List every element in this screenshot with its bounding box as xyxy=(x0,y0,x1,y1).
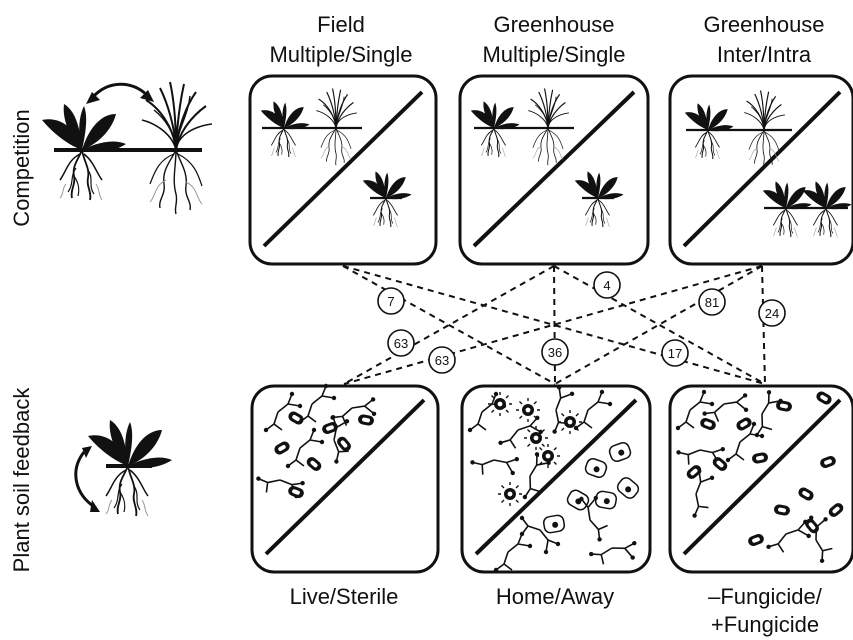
count-label: 4 xyxy=(603,278,610,293)
panel-field-multiple-single xyxy=(250,76,436,264)
count-badge: 63 xyxy=(388,330,414,356)
panel-greenhouse-multiple-single xyxy=(460,76,648,264)
panel-live-sterile xyxy=(252,383,438,572)
count-label: 63 xyxy=(394,336,408,351)
count-label: 36 xyxy=(548,345,562,360)
column-label-top: Greenhouse xyxy=(703,12,824,37)
circular-arrow-icon xyxy=(76,452,96,508)
panel-greenhouse-inter-intra xyxy=(670,76,853,264)
link-line xyxy=(762,266,765,384)
column-label-top: Inter/Intra xyxy=(717,42,812,67)
count-badge: 81 xyxy=(699,289,725,315)
column-label-top: Greenhouse xyxy=(493,12,614,37)
connection-lines xyxy=(343,266,765,384)
feedback-illustration xyxy=(76,420,172,516)
count-badge: 24 xyxy=(759,300,785,326)
column-label-top: Multiple/Single xyxy=(269,42,412,67)
row-label-competition: Competition xyxy=(9,109,34,226)
column-label-top: Field xyxy=(317,12,365,37)
panel-home-away xyxy=(462,380,650,579)
link-line xyxy=(554,266,555,384)
count-badge: 4 xyxy=(594,272,620,298)
column-label-bottom: +Fungicide xyxy=(711,612,819,637)
column-label-top: Multiple/Single xyxy=(482,42,625,67)
count-label: 63 xyxy=(435,353,449,368)
count-label: 81 xyxy=(705,295,719,310)
column-label-bottom: Live/Sterile xyxy=(290,584,399,609)
column-label-bottom: –Fungicide/ xyxy=(708,584,823,609)
double-arrow-icon xyxy=(92,84,148,98)
row-label-plant-soil-feedback: Plant soil feedback xyxy=(9,387,34,573)
competition-illustration xyxy=(42,82,212,214)
count-label: 7 xyxy=(387,294,394,309)
count-badge: 36 xyxy=(542,339,568,365)
count-label: 24 xyxy=(765,306,779,321)
count-badge: 7 xyxy=(378,288,404,314)
count-badge: 17 xyxy=(662,340,688,366)
column-label-bottom: Home/Away xyxy=(496,584,614,609)
panel-fungicide xyxy=(670,379,853,572)
count-badge: 63 xyxy=(429,347,455,373)
count-label: 17 xyxy=(668,346,682,361)
